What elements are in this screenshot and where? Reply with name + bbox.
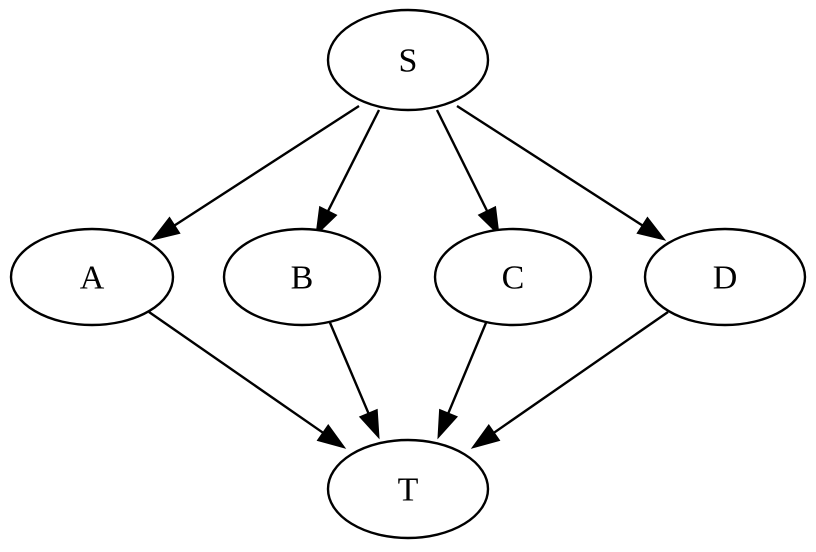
edge-s-d bbox=[456, 104, 667, 241]
graph-node-d[interactable]: D bbox=[643, 227, 807, 327]
edge-s-a bbox=[150, 104, 360, 241]
arrowhead-icon bbox=[315, 205, 338, 237]
graph-node-s[interactable]: S bbox=[326, 8, 490, 112]
edge-line bbox=[171, 104, 360, 228]
edge-a-t bbox=[148, 311, 347, 449]
edge-d-t bbox=[470, 311, 669, 449]
node-label: A bbox=[80, 260, 105, 297]
edge-line bbox=[456, 104, 646, 229]
arrowhead-icon bbox=[437, 408, 458, 440]
edge-line bbox=[491, 311, 669, 436]
edge-line bbox=[325, 109, 381, 215]
graph-node-b[interactable]: B bbox=[222, 227, 382, 327]
edge-s-c bbox=[435, 109, 500, 237]
node-ellipse[interactable] bbox=[9, 227, 175, 327]
node-ellipse[interactable] bbox=[643, 227, 807, 327]
node-ellipse[interactable] bbox=[326, 8, 490, 112]
node-label: D bbox=[713, 260, 738, 297]
edge-line bbox=[148, 311, 326, 436]
node-label: B bbox=[291, 260, 314, 297]
edge-c-t bbox=[437, 317, 490, 440]
edges-layer bbox=[148, 104, 669, 449]
graph-node-c[interactable]: C bbox=[433, 227, 593, 327]
arrowhead-icon bbox=[477, 205, 500, 237]
arrowhead-icon bbox=[150, 216, 181, 241]
arrowhead-icon bbox=[358, 408, 380, 440]
node-label: S bbox=[399, 43, 418, 80]
graph-node-t[interactable]: T bbox=[326, 438, 490, 540]
edge-s-b bbox=[315, 109, 381, 237]
edge-line bbox=[435, 109, 490, 215]
node-ellipse[interactable] bbox=[222, 227, 382, 327]
edge-b-t bbox=[326, 317, 380, 440]
nodes-layer: S A B C D T bbox=[9, 8, 807, 540]
node-ellipse[interactable] bbox=[433, 227, 593, 327]
arrowhead-icon bbox=[470, 423, 501, 449]
node-ellipse[interactable] bbox=[326, 438, 490, 540]
node-label: C bbox=[502, 260, 525, 297]
arrowhead-icon bbox=[636, 216, 667, 241]
node-label: T bbox=[398, 472, 419, 509]
graph-node-a[interactable]: A bbox=[9, 227, 175, 327]
edge-line bbox=[326, 317, 371, 417]
edge-line bbox=[446, 317, 490, 417]
arrowhead-icon bbox=[316, 423, 347, 449]
